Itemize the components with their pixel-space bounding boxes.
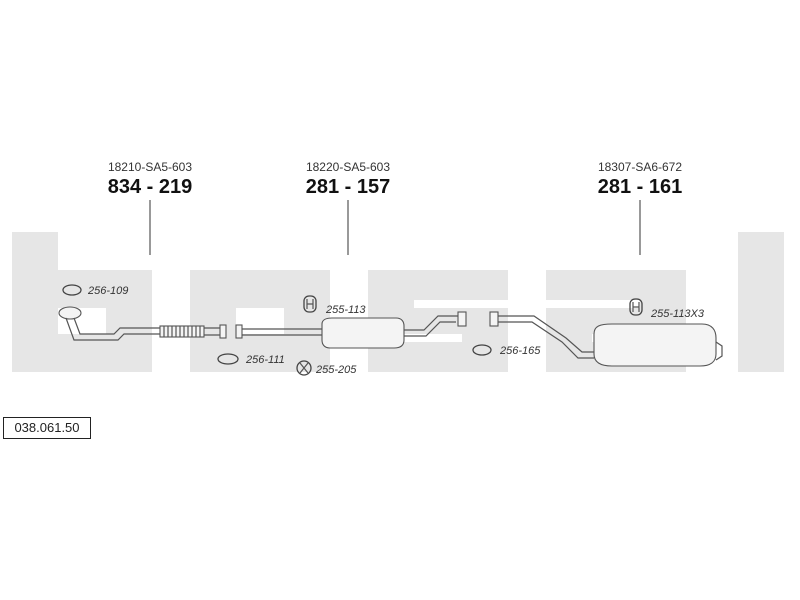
oem-number: 18307-SA6-672 xyxy=(598,160,682,174)
fitting-ref: 256-111 xyxy=(245,354,285,366)
fitting-256-111[interactable]: 256-111 xyxy=(217,353,285,366)
catalog-code: 038.061.50 xyxy=(3,417,91,439)
fitting-ref: 255-113X3 xyxy=(650,308,705,320)
rear-section-281-161[interactable] xyxy=(489,311,723,367)
rear-muffler xyxy=(593,323,717,367)
fitting-ref: 255-113 xyxy=(325,304,366,316)
spring-clip-icon xyxy=(296,360,312,376)
center-silencer xyxy=(321,317,405,349)
watermark-logo xyxy=(12,232,784,372)
watermark-letter-b xyxy=(12,232,152,372)
part-number: 281 - 157 xyxy=(306,176,391,198)
fitting-ref: 256-109 xyxy=(87,285,128,297)
gasket-ring-icon xyxy=(62,284,82,296)
front-flange xyxy=(58,306,82,320)
center-pipe-281-157[interactable] xyxy=(235,311,467,349)
part-label-1[interactable]: 18210-SA5-603 834 - 219 xyxy=(108,160,193,198)
flex-section xyxy=(159,325,205,338)
gasket-ring-icon xyxy=(217,353,239,365)
fitting-ref: 255-205 xyxy=(315,364,357,376)
fitting-256-165[interactable]: 256-165 xyxy=(472,344,541,357)
fitting-255-113X3[interactable]: 255-113X3 xyxy=(629,298,705,320)
rubber-hanger-icon xyxy=(303,295,317,313)
front-pipe-834-219[interactable] xyxy=(58,306,227,341)
watermark-letter-o xyxy=(190,270,330,372)
part-number: 281 - 161 xyxy=(598,176,683,198)
gasket-ring-icon xyxy=(472,344,492,356)
part-number: 834 - 219 xyxy=(108,176,193,198)
rubber-hanger-icon xyxy=(629,298,643,316)
watermark-letter-l xyxy=(738,232,784,372)
fitting-256-109[interactable]: 256-109 xyxy=(62,284,128,297)
oem-number: 18220-SA5-603 xyxy=(306,160,390,174)
fitting-255-205[interactable]: 255-205 xyxy=(296,360,357,376)
fitting-255-113[interactable]: 255-113 xyxy=(303,295,366,316)
oem-number: 18210-SA5-603 xyxy=(108,160,192,174)
part-label-2[interactable]: 18220-SA5-603 281 - 157 xyxy=(306,160,391,198)
watermark-letter-s xyxy=(368,270,508,372)
fitting-ref: 256-165 xyxy=(499,345,541,357)
part-label-3[interactable]: 18307-SA6-672 281 - 161 xyxy=(598,160,683,198)
